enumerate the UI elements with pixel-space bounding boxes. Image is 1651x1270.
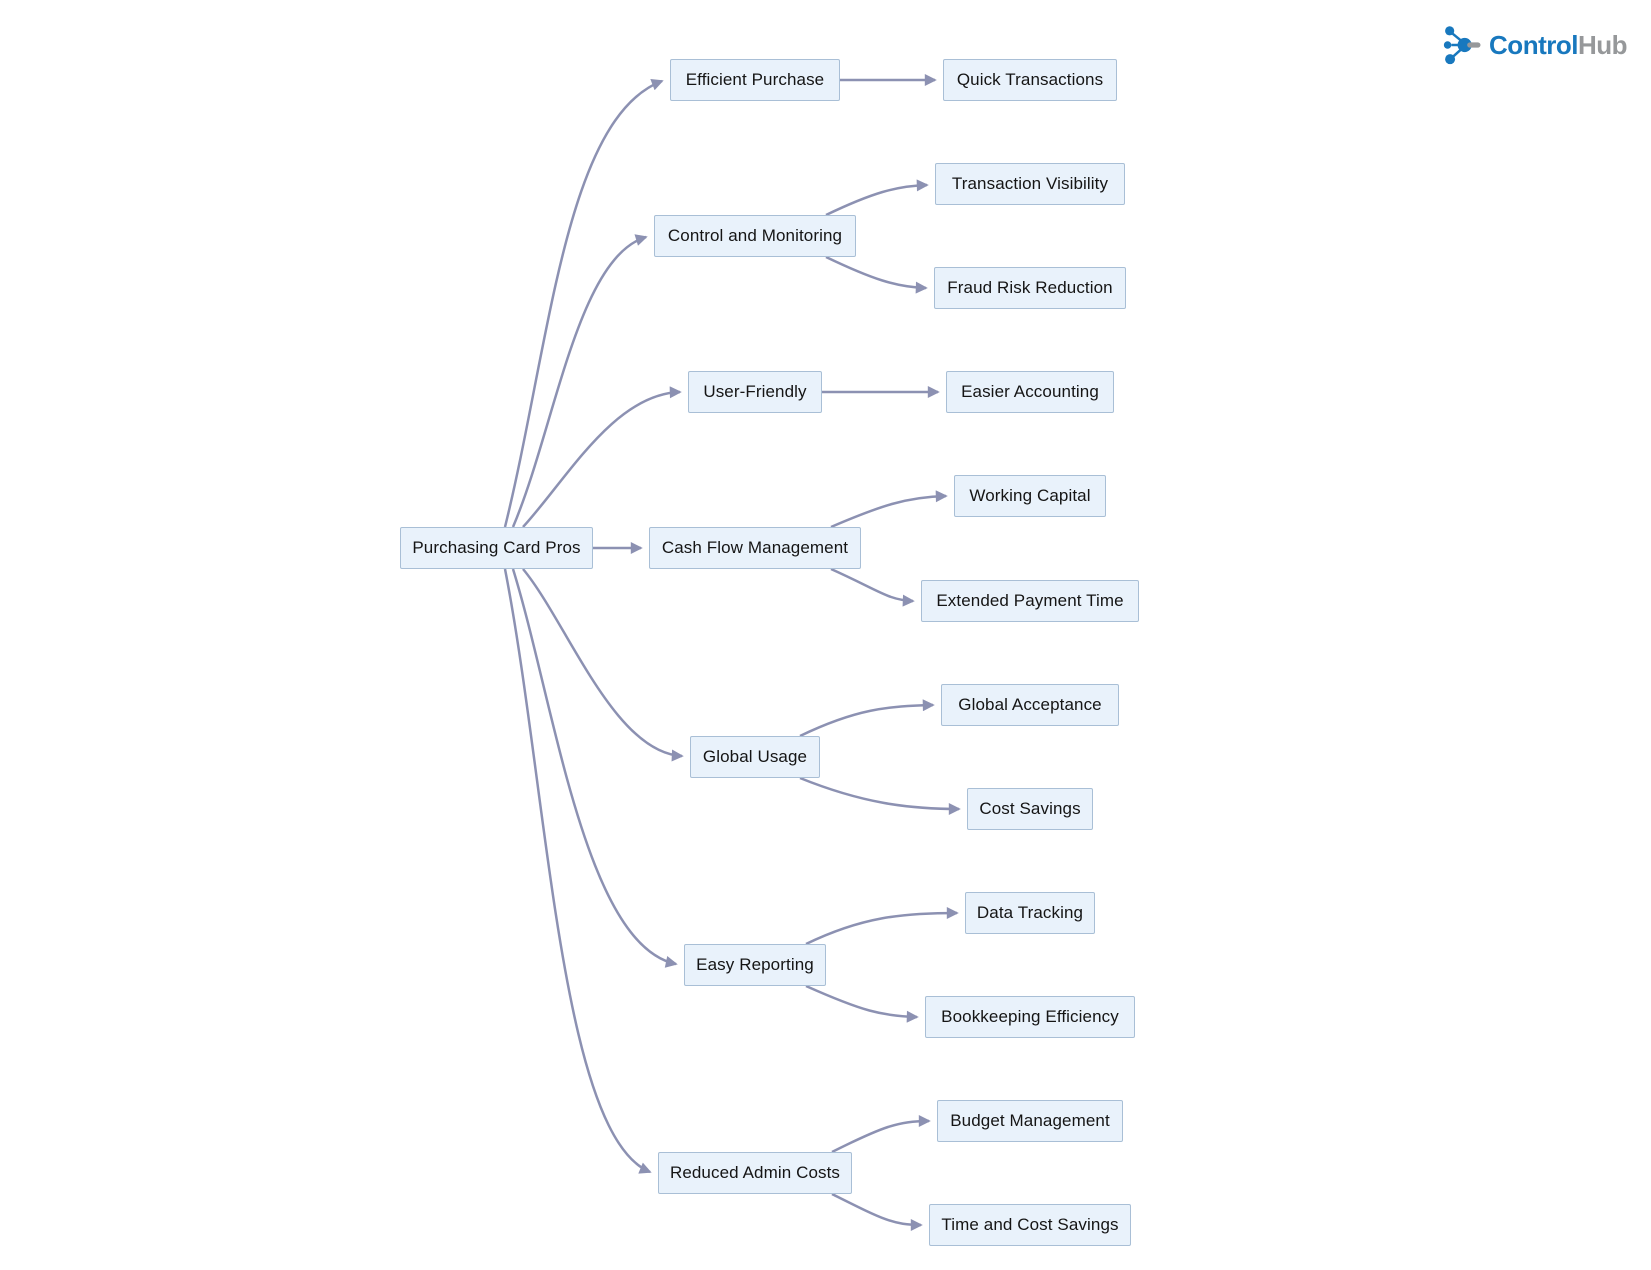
node-purchasing-card-pros: Purchasing Card Pros [400, 527, 593, 569]
edge-easy-reporting-to-bookkeeping-efficiency [805, 984, 919, 1023]
edge-root-to-reduced-admin-costs [503, 568, 652, 1174]
node-quick-transactions: Quick Transactions [943, 59, 1117, 101]
node-easy-reporting: Easy Reporting [684, 944, 826, 986]
node-user-friendly: User-Friendly [688, 371, 822, 413]
edge-global-usage-to-global-acceptance [799, 699, 935, 738]
edge-cashflow-to-working-capital [830, 490, 948, 529]
node-budget-management: Budget Management [937, 1100, 1123, 1142]
node-transaction-visibility: Transaction Visibility [935, 163, 1125, 205]
node-reduced-admin-costs: Reduced Admin Costs [658, 1152, 852, 1194]
node-efficient-purchase: Efficient Purchase [670, 59, 840, 101]
node-bookkeeping-efficiency: Bookkeeping Efficiency [925, 996, 1135, 1038]
node-time-and-cost-savings: Time and Cost Savings [929, 1204, 1131, 1246]
edge-root-to-control-and-monitoring [511, 234, 648, 528]
node-control-and-monitoring: Control and Monitoring [654, 215, 856, 257]
edge-reduced-admin-to-budget-management [831, 1115, 931, 1154]
controlhub-wordmark: ControlHub [1489, 22, 1627, 68]
node-cash-flow-management: Cash Flow Management [649, 527, 861, 569]
edge-easy-reporting-to-data-tracking [805, 907, 959, 946]
wordmark-hub: Hub [1577, 30, 1628, 60]
node-extended-payment-time: Extended Payment Time [921, 580, 1139, 622]
edge-cashflow-to-extended-payment-time [830, 567, 915, 607]
node-global-usage: Global Usage [690, 736, 820, 778]
node-data-tracking: Data Tracking [965, 892, 1095, 934]
edge-reduced-admin-to-time-and-cost-savings [831, 1192, 923, 1231]
edge-root-to-efficient-purchase [503, 79, 664, 528]
edge-control-to-transaction-visibility [825, 179, 929, 217]
node-fraud-risk-reduction: Fraud Risk Reduction [934, 267, 1126, 309]
controlhub-logo: ControlHub [1443, 22, 1628, 68]
node-global-acceptance: Global Acceptance [941, 684, 1119, 726]
node-easier-accounting: Easier Accounting [946, 371, 1114, 413]
wordmark-control: Control [1489, 30, 1578, 60]
edge-root-to-user-friendly [522, 386, 682, 528]
edge-global-usage-to-cost-savings [799, 776, 961, 815]
edge-root-to-global-usage [522, 568, 684, 762]
controlhub-logo-icon [1443, 26, 1481, 65]
node-working-capital: Working Capital [954, 475, 1106, 517]
edge-control-to-fraud-risk-reduction [825, 255, 928, 294]
edge-root-to-easy-reporting [511, 568, 678, 968]
node-cost-savings: Cost Savings [967, 788, 1093, 830]
